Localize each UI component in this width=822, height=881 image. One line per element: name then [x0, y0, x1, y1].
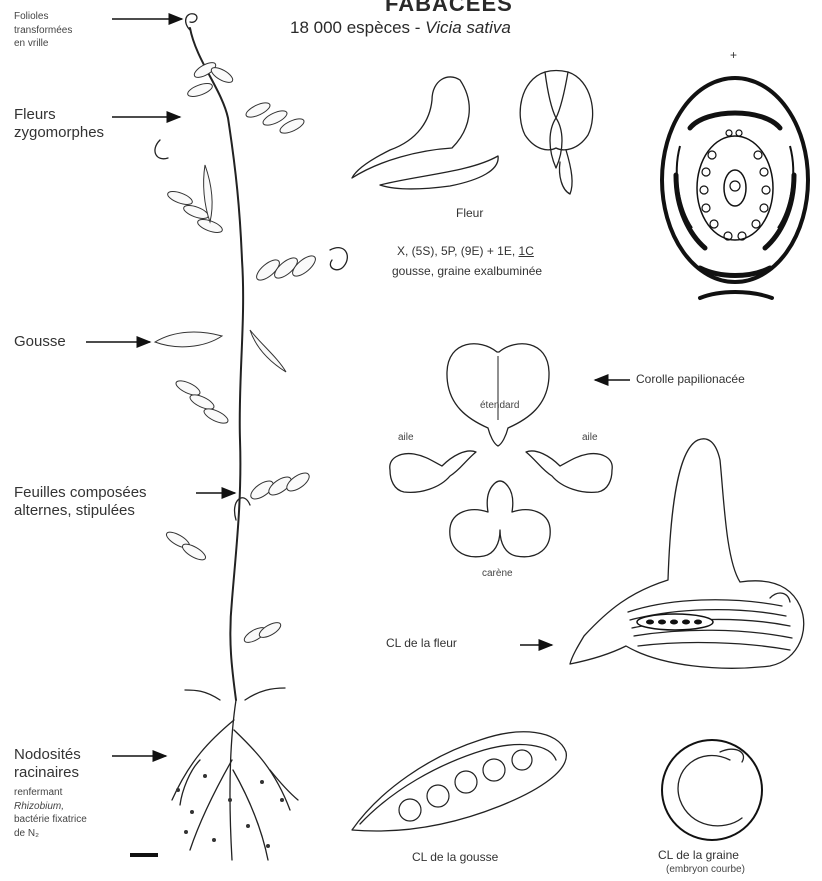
species-name: Vicia sativa	[425, 18, 511, 37]
plus-sign: +	[730, 48, 737, 62]
corolla-label: Corolle papilionacée	[636, 372, 745, 386]
corolla-dissection	[390, 344, 612, 557]
label-nodosites: Nodosités racinaires	[14, 746, 81, 782]
aile-left-label: aile	[398, 432, 414, 444]
species-count: 18 000 espèces - Vicia sativa	[290, 18, 511, 38]
fruit-description: gousse, graine exalbuminée	[392, 264, 542, 278]
nodosites-detail-line: renfermant	[14, 786, 87, 800]
nodosites-rhizobium: Rhizobium,	[14, 800, 87, 814]
carene-label: carène	[482, 568, 513, 580]
etendard-label: étendard	[480, 400, 519, 412]
cl-gousse-label: CL de la gousse	[412, 850, 498, 864]
plant-stem	[190, 28, 243, 700]
flower-caption: Fleur	[456, 206, 483, 220]
nodosites-detail-line: bactérie fixatrice	[14, 813, 87, 827]
carene-petals	[450, 481, 550, 557]
floral-diagram	[662, 78, 808, 298]
aile-right-label: aile	[582, 432, 598, 444]
flower-longitudinal-section	[570, 439, 804, 668]
pod-longitudinal-section	[352, 732, 566, 831]
formula-text: X, (5S), 5P, (9E) + 1E,	[397, 244, 515, 258]
vicia-plant-illustration	[130, 14, 347, 860]
count-text: 18 000 espèces -	[290, 18, 420, 37]
label-nodosites-detail: renfermant Rhizobium, bactérie fixatrice…	[14, 786, 87, 840]
flower-side-view	[352, 77, 469, 178]
flower-views	[352, 71, 593, 195]
cl-fleur-label: CL de la fleur	[386, 636, 457, 650]
plant-pod	[155, 332, 222, 347]
family-title: FABACEES	[385, 0, 513, 17]
flower-front-view	[520, 71, 592, 150]
floral-formula: X, (5S), 5P, (9E) + 1E, 1C	[397, 244, 534, 258]
aile-left-petal	[390, 451, 476, 492]
cl-graine-note: (embryon courbe)	[666, 864, 745, 876]
pod-seeds	[399, 750, 532, 821]
label-gousse: Gousse	[14, 333, 66, 351]
formula-carpel: 1C	[519, 244, 534, 258]
seed-longitudinal-section	[662, 740, 762, 840]
cl-graine-label: CL de la graine	[658, 848, 739, 862]
floral-stamens	[700, 130, 770, 240]
label-fleurs: Fleurs zygomorphes	[14, 106, 104, 142]
label-folioles: Folioles transformées en vrille	[14, 10, 72, 51]
aile-right-petal	[526, 451, 612, 492]
tendril	[186, 14, 197, 30]
nodosites-detail-line: de N₂	[14, 827, 87, 841]
plant-roots	[172, 688, 298, 860]
label-feuilles: Feuilles composées alternes, stipulées	[14, 484, 147, 520]
label-arrows	[86, 19, 630, 756]
